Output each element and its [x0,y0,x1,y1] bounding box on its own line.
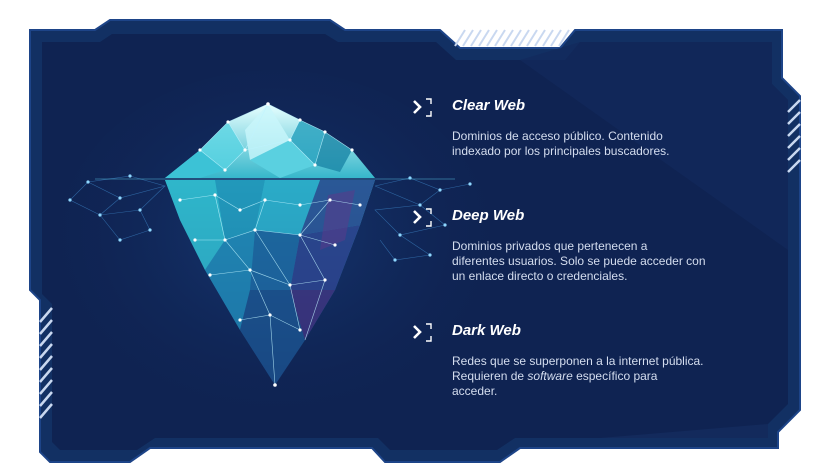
chevron-bracket-icon [413,323,432,342]
network-dots [68,174,472,262]
section-title: Clear Web [452,97,526,114]
stripes-right [787,99,801,173]
section-title: Deep Web [452,207,525,224]
stripes-left [39,307,53,419]
chevron-bracket-icon [413,98,432,117]
chevron-bracket-icon [413,208,432,227]
section-description: Redes que se superponen a la internet pú… [452,354,704,398]
section-title: Dark Web [452,322,521,339]
iceberg-illustration [95,102,455,387]
stripes-top [454,29,570,47]
